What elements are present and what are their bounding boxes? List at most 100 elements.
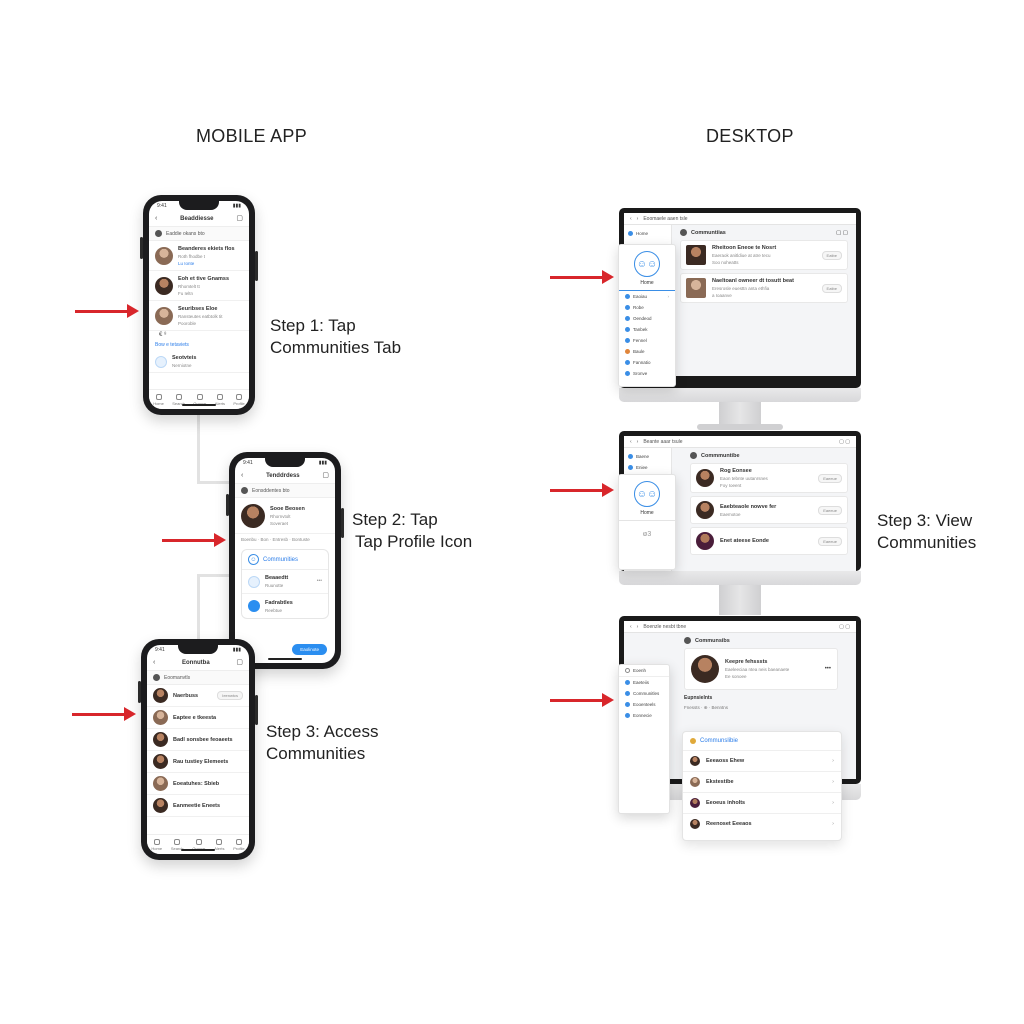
menu-item[interactable]: Eonnecie xyxy=(619,710,669,721)
window-icons[interactable]: ▢ ▢ xyxy=(839,623,850,630)
card-pill[interactable]: Eatbe xyxy=(821,283,842,293)
tab-groups[interactable]: Groups xyxy=(193,393,206,406)
forward-icon[interactable]: › xyxy=(636,438,639,445)
menu-item[interactable]: Fannatio xyxy=(619,357,675,368)
more-icon[interactable]: ••• xyxy=(316,578,322,584)
communities-link[interactable]: Bow e tetaviets xyxy=(155,342,189,348)
community-row[interactable]: Badl sonsbee feoaeets xyxy=(147,729,249,751)
phone-screen: 9:41▮▮▮ ‹ Tenddrdess ▢ Eonsddentes bto S… xyxy=(235,458,335,663)
url-text[interactable]: Boenzle nesbt tbne xyxy=(643,623,687,630)
menu-item-communities[interactable]: Communitles xyxy=(619,688,669,699)
tab-home[interactable]: Home xyxy=(153,393,164,406)
search-icon xyxy=(175,393,182,400)
menu-item[interactable]: Fennel xyxy=(619,335,675,346)
card-pill[interactable]: Eaeeue xyxy=(818,505,842,515)
tab-search[interactable]: Search xyxy=(171,838,184,851)
back-chevron-icon[interactable]: ‹ xyxy=(155,215,158,222)
tab-home[interactable]: Home xyxy=(151,838,162,851)
menu-item[interactable]: Oendeod xyxy=(619,313,675,324)
monitor-stand xyxy=(719,402,761,424)
menu-item-icon xyxy=(625,316,630,321)
menu-item[interactable]: Baule xyxy=(619,346,675,357)
menu-item[interactable]: Robe xyxy=(619,302,675,313)
avatar xyxy=(153,798,168,813)
card-pill[interactable]: Eaeeue xyxy=(818,536,842,546)
profile-avatar[interactable] xyxy=(241,503,265,528)
card-pill[interactable]: Eatbe xyxy=(821,250,842,260)
menu-item[interactable]: Eaeteiis xyxy=(619,677,669,688)
square-icon[interactable]: ▢ xyxy=(236,659,243,666)
step-1-arrow xyxy=(75,304,139,318)
tab-alerts[interactable]: Alerts xyxy=(215,393,225,406)
sidebar-item[interactable]: Baene xyxy=(628,451,667,462)
tab-search[interactable]: Search xyxy=(172,393,185,406)
sidebar-item[interactable]: Eniee xyxy=(628,462,667,473)
card-pill[interactable]: Eaeeue xyxy=(818,473,842,483)
tab-profile[interactable]: Profile xyxy=(233,838,245,851)
community-list-row[interactable]: Reenoset Eeeaos› xyxy=(683,813,841,834)
page-title: Communtiias xyxy=(691,229,726,236)
tab-groups[interactable]: Groups xyxy=(192,838,205,851)
tab-profile[interactable]: Profile xyxy=(233,393,245,406)
square-icon[interactable]: ▢ xyxy=(322,472,329,479)
menu-item[interactable]: Tanbek xyxy=(619,324,675,335)
avatar xyxy=(684,637,691,644)
communities-header[interactable]: ☺ Communities xyxy=(242,550,328,570)
community-list-row[interactable]: Eeoeus inholts› xyxy=(683,792,841,813)
sidebar-item-home[interactable]: Home xyxy=(628,228,667,239)
back-chevron-icon[interactable]: ‹ xyxy=(241,472,244,479)
community-list-row[interactable]: Ekstestibe› xyxy=(683,771,841,792)
community-row[interactable]: Naerbuss Ieenwtcs xyxy=(147,685,249,707)
back-icon[interactable]: ‹ xyxy=(630,215,632,222)
home-menu-header[interactable]: ☺☺ Home xyxy=(619,475,675,521)
step-2-arrow xyxy=(162,533,226,547)
action-button[interactable]: Eaolinote xyxy=(292,644,327,655)
more-icon[interactable]: ••• xyxy=(824,666,831,672)
community-row[interactable]: Eaptee e tkeesta xyxy=(147,707,249,729)
home-popout-menu: ☺☺ Home ⱷ3 xyxy=(618,474,676,570)
tab-alerts[interactable]: Alerts xyxy=(214,838,224,851)
phone-screen: 9:41▮▮▮ ‹ Eonnutba ▢ Eoomanvtls Naerbuss… xyxy=(147,645,249,854)
card-meta: a Ioaanve xyxy=(712,293,732,298)
row-pill[interactable]: Ieenwtcs xyxy=(217,691,243,700)
community-row[interactable]: Eoeatuhes: Sbieb xyxy=(147,773,249,795)
back-chevron-icon[interactable]: ‹ xyxy=(153,659,156,666)
forward-icon[interactable]: › xyxy=(636,215,639,222)
back-icon[interactable]: ‹ xyxy=(630,438,632,445)
row-title: Eanmeetie Eneets xyxy=(173,802,221,809)
avatar xyxy=(153,710,168,725)
communities-panel-header[interactable]: Communslibie xyxy=(683,732,841,750)
square-icon[interactable]: ▢ xyxy=(236,215,243,222)
window-icons[interactable]: ▢ ▢ xyxy=(839,438,850,445)
menu-item[interactable]: Eooenteels xyxy=(619,699,669,710)
profile-avatar[interactable] xyxy=(691,655,719,683)
tab-bar: Home Search Groups Alerts Profile xyxy=(147,834,249,854)
bell-icon xyxy=(216,838,223,845)
row-title: Eoh et tive Gnamss xyxy=(178,275,230,282)
community-card[interactable]: Enet ateese Eonde Eaeeue xyxy=(690,527,848,555)
back-icon[interactable]: ‹ xyxy=(630,623,632,630)
community-row[interactable]: Rau tustiey Elemeets xyxy=(147,751,249,773)
window-icons[interactable]: ▢ ▢ xyxy=(836,229,848,236)
menu-item[interactable]: Eoenh xyxy=(619,665,669,677)
home-menu-header[interactable]: ☺☺ Home xyxy=(619,245,675,291)
community-list-row[interactable]: Eeeaoss Ehew› xyxy=(683,750,841,771)
url-text[interactable]: Beante aaar tsule xyxy=(643,438,683,445)
menu-item[interactable]: Sronve xyxy=(619,368,675,379)
community-row[interactable]: Eanmeetie Eneets xyxy=(147,795,249,817)
forward-icon[interactable]: › xyxy=(636,623,639,630)
url-text[interactable]: Eoomaele aaen tsle xyxy=(643,215,688,222)
menu-item[interactable]: Eaoiau› xyxy=(619,291,675,302)
